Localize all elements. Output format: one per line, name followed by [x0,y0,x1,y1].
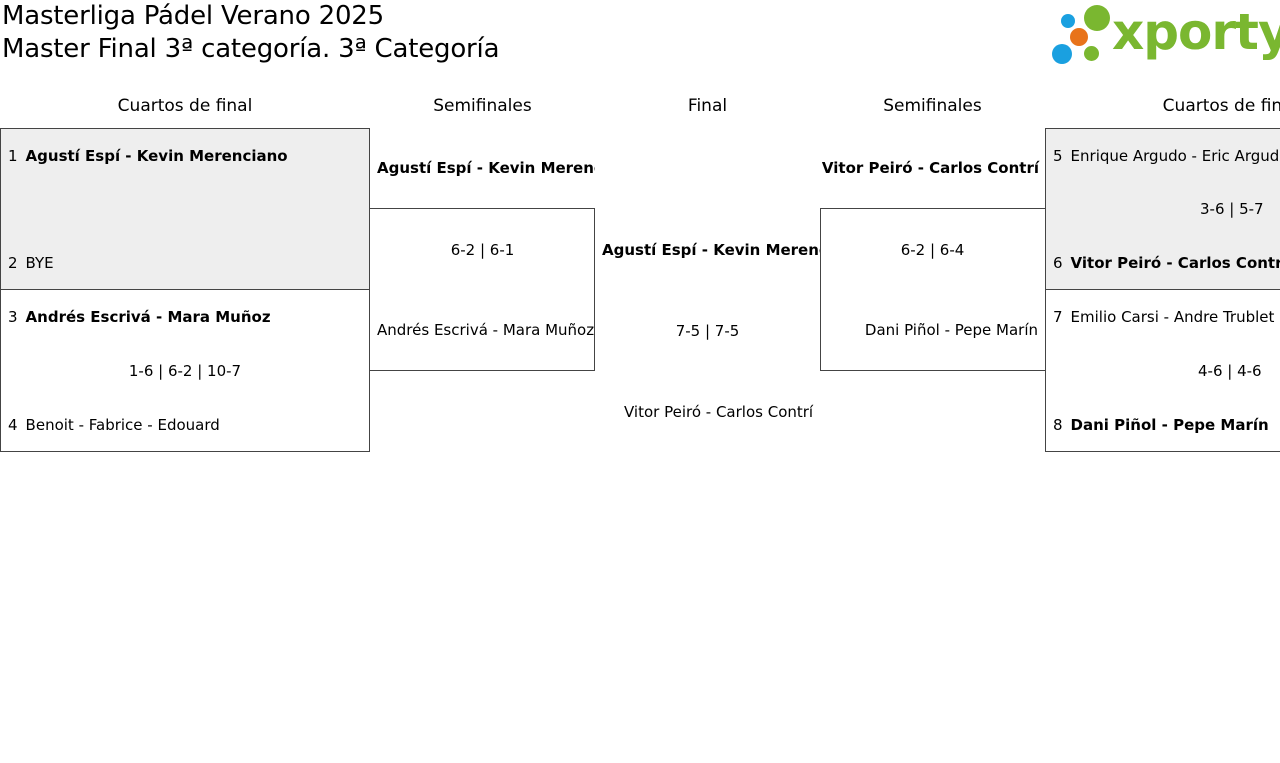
team-name: Vitor Peiró - Carlos Contrí [1070,254,1280,272]
seed-number: 2 [8,254,18,272]
team-name: Benoit - Fabrice - Edouard [25,416,220,434]
round-header-left-sf: Semifinales [433,96,532,116]
seed-number: 8 [1053,416,1063,434]
team-name[interactable]: Agustí Espí - Kevin Merenciano [602,241,820,259]
team-name[interactable]: Dani Piñol - Pepe Marín [864,321,1038,339]
team-row[interactable]: 5 Enrique Argudo - Eric Argudo [1053,146,1280,166]
team-row[interactable]: 1 Agustí Espí - Kevin Merenciano [8,146,288,166]
round-header-final: Final [687,96,728,116]
team-name[interactable]: Vitor Peiró - Carlos Contrí [624,403,814,421]
logo-dot-green-small [1084,46,1099,61]
team-row[interactable]: 8 Dani Piñol - Pepe Marín [1053,415,1269,435]
match-score: 7-5 | 7-5 [675,322,740,340]
team-name: Andrés Escrivá - Mara Muñoz [25,308,271,326]
team-row[interactable]: 2 BYE [8,253,54,273]
logo-text: xporty [1112,3,1280,61]
match-left-qf-1[interactable] [0,128,370,290]
seed-number: 4 [8,416,18,434]
match-left-sf[interactable] [369,208,595,371]
tournament-title: Masterliga Pádel Verano 2025 [2,1,384,31]
logo-dot-green [1084,5,1110,31]
final-team1-cell: Agustí Espí - Kevin Merenciano [595,240,820,262]
team-name: Agustí Espí - Kevin Merenciano [25,147,288,165]
match-right-sf[interactable] [820,208,1046,371]
round-header-left-qf: Cuartos de final [117,96,253,116]
left-sf-team1-cell: Agustí Espí - Kevin Merenciano [370,158,595,180]
team-row[interactable]: 7 Emilio Carsi - Andre Trublet [1053,307,1274,327]
logo-dot-blue [1061,14,1075,28]
match-right-qf-2[interactable] [1045,289,1280,452]
seed-number: 3 [8,308,18,326]
left-sf-team2-cell: Andrés Escrivá - Mara Muñoz [370,320,595,342]
xporty-logo[interactable]: xporty [1050,3,1280,68]
seed-number: 1 [8,147,18,165]
seed-number: 7 [1053,308,1063,326]
final-team2-cell: Vitor Peiró - Carlos Contrí [595,402,840,424]
team-name: BYE [25,254,54,272]
team-name[interactable]: Vitor Peiró - Carlos Contrí [821,159,1039,177]
team-row[interactable]: 4 Benoit - Fabrice - Edouard [8,415,220,435]
round-header-right-qf: Cuartos de final [1162,96,1280,116]
right-sf-team2-cell: Dani Piñol - Pepe Marín [820,320,1045,342]
team-name: Enrique Argudo - Eric Argudo [1070,147,1280,165]
match-score: 6-2 | 6-1 [450,241,515,259]
round-header-right-sf: Semifinales [883,96,982,116]
seed-number: 6 [1053,254,1063,272]
team-name: Emilio Carsi - Andre Trublet [1070,308,1275,326]
category-title: Master Final 3ª categoría. 3ª Categoría [2,34,500,64]
team-row[interactable]: 3 Andrés Escrivá - Mara Muñoz [8,307,271,327]
match-score: 4-6 | 4-6 [1198,362,1262,380]
match-score: 1-6 | 6-2 | 10-7 [128,362,242,380]
seed-number: 5 [1053,147,1063,165]
match-score: 3-6 | 5-7 [1200,200,1264,218]
team-row[interactable]: 6 Vitor Peiró - Carlos Contrí [1053,253,1280,273]
team-name: Dani Piñol - Pepe Marín [1070,416,1269,434]
logo-dot-blue-large [1052,44,1072,64]
match-right-qf-1[interactable] [1045,128,1280,290]
match-score: 6-2 | 6-4 [900,241,965,259]
team-name[interactable]: Agustí Espí - Kevin Merenciano [377,159,595,177]
logo-dot-orange [1070,28,1088,46]
right-sf-team1-cell: Vitor Peiró - Carlos Contrí [820,158,1045,180]
team-name[interactable]: Andrés Escrivá - Mara Muñoz [377,321,595,339]
